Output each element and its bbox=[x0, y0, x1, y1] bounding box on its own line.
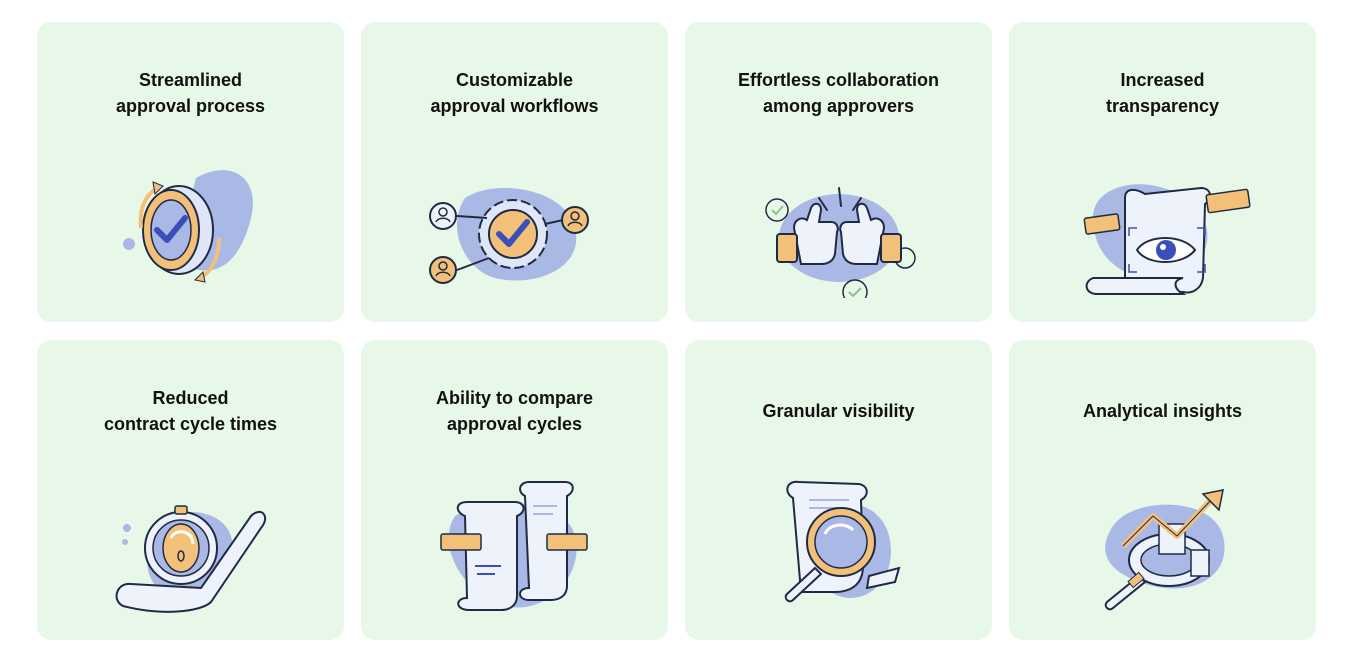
benefit-card-increased-transparency: Increased transparency bbox=[1009, 22, 1316, 322]
two-scrolls-compare-icon bbox=[425, 476, 605, 616]
benefit-card-analytical-insights: Analytical insights bbox=[1009, 340, 1316, 640]
benefit-card-granular-visibility: Granular visibility bbox=[685, 340, 992, 640]
card-title: Ability to compare approval cycles bbox=[435, 388, 594, 434]
card-title: Granular visibility bbox=[762, 401, 915, 421]
benefit-card-streamlined-approval: Streamlined approval process bbox=[37, 22, 344, 322]
magnifier-document-icon bbox=[749, 476, 929, 616]
benefit-card-reduced-cycle-times: Reduced contract cycle times bbox=[37, 340, 344, 640]
benefit-card-customizable-workflows: Customizable approval workflows bbox=[361, 22, 668, 322]
benefit-card-effortless-collaboration: Effortless collaboration among approvers bbox=[685, 22, 992, 322]
card-title: Reduced contract cycle times bbox=[103, 388, 278, 434]
card-title: Streamlined approval process bbox=[115, 70, 266, 116]
card-title: Effortless collaboration among approvers bbox=[737, 70, 940, 116]
thumbs-up-fist-bump-icon bbox=[749, 158, 929, 298]
stopwatch-scroll-icon bbox=[101, 476, 281, 616]
rotating-check-coin-icon bbox=[101, 158, 281, 298]
magnifier-growth-chart-icon bbox=[1073, 476, 1253, 616]
document-eye-icon bbox=[1073, 158, 1253, 298]
card-title: Analytical insights bbox=[1082, 401, 1243, 421]
gear-with-users-icon bbox=[425, 158, 605, 298]
card-title: Increased transparency bbox=[1105, 70, 1220, 116]
card-title: Customizable approval workflows bbox=[430, 70, 599, 116]
benefit-card-compare-approval-cycles: Ability to compare approval cycles bbox=[361, 340, 668, 640]
benefits-grid: Streamlined approval process Customizabl… bbox=[37, 22, 1316, 640]
